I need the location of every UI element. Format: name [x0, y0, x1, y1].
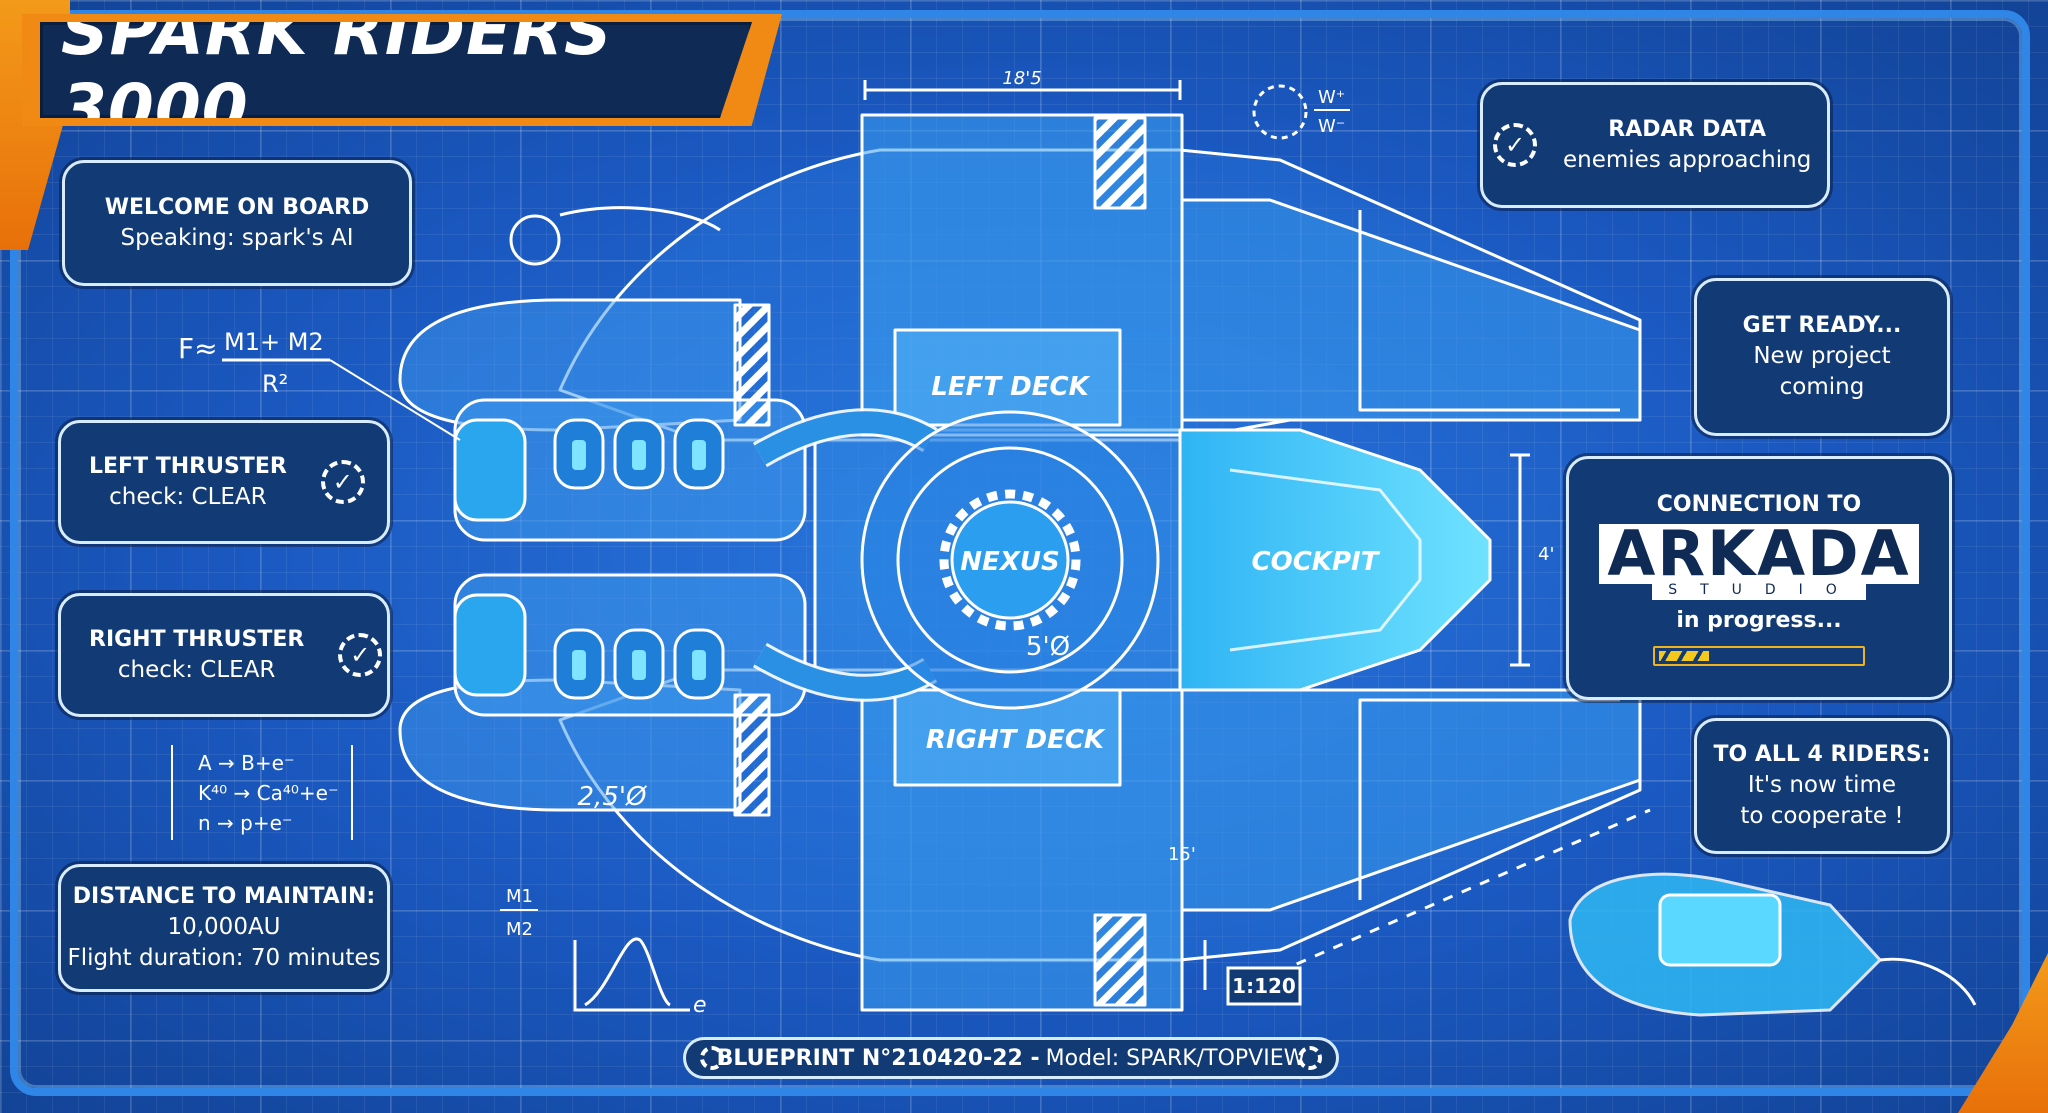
equation-2: K⁴⁰ → Ca⁴⁰+e⁻ — [198, 781, 339, 805]
width-dimension-label: 18'5 — [1002, 68, 1041, 89]
riders-panel: TO ALL 4 RIDERS: It's now time to cooper… — [1694, 718, 1950, 854]
connection-panel: CONNECTION TO ARKADA STUDIO in progress.… — [1566, 456, 1952, 700]
welcome-panel: WELCOME ON BOARD Speaking: spark's AI — [62, 160, 412, 286]
distance-title: DISTANCE TO MAINTAIN: — [72, 884, 376, 909]
riders-title: TO ALL 4 RIDERS: — [1713, 742, 1931, 767]
game-title: SPARK RIDERS 3000 — [61, 0, 613, 147]
screen-border — [10, 10, 2030, 1096]
title-box: SPARK RIDERS 3000 — [40, 22, 752, 118]
right-nozzle — [453, 593, 527, 697]
right-deck-label: RIGHT DECK — [926, 725, 1106, 755]
arkada-studio-text: STUDIO — [1652, 582, 1866, 600]
axis-e-label: e — [693, 993, 707, 1018]
welcome-title: WELCOME ON BOARD — [104, 194, 370, 220]
check-icon: ✓ — [338, 633, 383, 677]
distance-panel: DISTANCE TO MAINTAIN: 10,000AU Flight du… — [58, 864, 390, 992]
scale-label: 1:120 — [1232, 974, 1296, 998]
right-thruster-status: check: CLEAR — [117, 656, 276, 683]
ratio-denominator: M2 — [506, 919, 533, 940]
ratio-numerator: M1 — [506, 886, 533, 907]
distance-value: 10,000AU — [167, 914, 281, 940]
formula-numerator: M1+ M2 — [224, 328, 324, 356]
left-deck-label: LEFT DECK — [931, 372, 1090, 402]
welcome-subtitle: Speaking: spark's AI — [120, 224, 354, 251]
left-thruster-title: LEFT THRUSTER — [89, 453, 287, 479]
radar-panel: ✓ RADAR DATA enemies approaching — [1480, 82, 1830, 208]
formula-denominator: R² — [262, 370, 288, 398]
get-ready-title: GET READY... — [1742, 313, 1902, 338]
right-thruster-panel: RIGHT THRUSTER check: CLEAR ✓ — [58, 593, 390, 717]
equation-1: A → B+e⁻ — [198, 751, 295, 775]
get-ready-line3: coming — [1779, 374, 1865, 400]
flight-duration: Flight duration: 70 minutes — [67, 945, 381, 971]
arkada-logo: ARKADA — [1599, 523, 1919, 585]
left-thruster-panel: LEFT THRUSTER check: CLEAR ✓ — [58, 420, 390, 544]
side-dimension-label: 4' — [1538, 544, 1554, 565]
equation-3: n → p+e⁻ — [198, 811, 292, 835]
w-denominator: W⁻ — [1318, 116, 1345, 137]
blueprint-footer: BLUEPRINT N°210420-22 - Model: SPARK/TOP… — [683, 1037, 1339, 1079]
right-thruster-title: RIGHT THRUSTER — [89, 626, 305, 652]
w-numerator: W⁺ — [1318, 87, 1345, 108]
check-icon: ✓ — [1493, 123, 1537, 167]
connection-status: in progress... — [1676, 608, 1842, 633]
blueprint-number: BLUEPRINT N°210420-22 - — [716, 1045, 1040, 1071]
radar-subtitle: enemies approaching — [1563, 146, 1812, 173]
connection-progress-bar — [1653, 646, 1865, 666]
connection-title: CONNECTION TO — [1656, 492, 1862, 517]
thruster-diameter-label: 2,5'Ø — [578, 782, 648, 812]
bottom-dimension-label: 15' — [1168, 844, 1196, 865]
formula-prefix: F≈ — [178, 332, 218, 365]
ring-icon — [1298, 1046, 1322, 1070]
radar-title: RADAR DATA — [1608, 116, 1767, 142]
get-ready-panel: GET READY... New project coming — [1694, 278, 1950, 436]
nexus-diameter-label: 5'Ø — [1026, 632, 1070, 662]
target-icon — [509, 214, 561, 266]
blueprint-model: Model: SPARK/TOPVIEW — [1045, 1045, 1306, 1071]
riders-line2: It's now time — [1747, 772, 1897, 798]
left-nozzle — [453, 418, 527, 522]
nexus-label: NEXUS — [960, 547, 1059, 577]
ring-icon — [700, 1046, 724, 1070]
arm-device — [1568, 872, 1977, 1017]
riders-line3: to cooperate ! — [1740, 803, 1904, 829]
check-icon: ✓ — [320, 460, 365, 504]
cockpit-label: COCKPIT — [1252, 547, 1381, 577]
left-thruster-status: check: CLEAR — [109, 483, 267, 510]
get-ready-line2: New project — [1753, 343, 1891, 369]
progress-fill — [1659, 651, 1709, 661]
